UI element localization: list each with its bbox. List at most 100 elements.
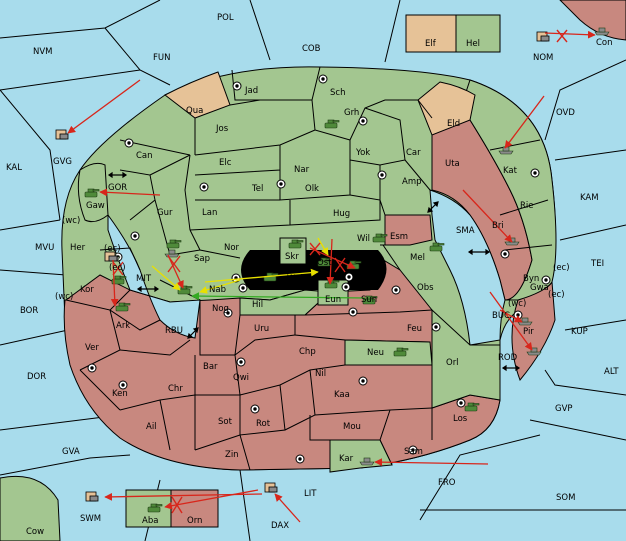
- label-nab: Nab: [209, 285, 226, 295]
- label-ec3: (ec): [553, 263, 570, 273]
- label-kaa: Kaa: [334, 390, 350, 400]
- label-gur: Gur: [157, 208, 173, 218]
- label-cow: Cow: [26, 527, 44, 537]
- central-lake: [241, 250, 387, 290]
- army-unit: [111, 275, 127, 285]
- label-lit: LIT: [304, 489, 317, 499]
- label-rie: Rie: [520, 201, 534, 211]
- army-unit: [372, 233, 388, 243]
- army-unit: [147, 503, 163, 513]
- label-qua: Qua: [186, 106, 203, 116]
- label-kal: KAL: [6, 163, 22, 173]
- label-car: Car: [406, 148, 421, 158]
- army-unit: [362, 295, 378, 305]
- label-som: SOM: [556, 493, 575, 503]
- label-rod: ROD: [498, 353, 518, 363]
- label-wc3: (wc): [508, 299, 526, 309]
- label-hel: Hel: [466, 39, 480, 49]
- label-hil: Hil: [252, 300, 263, 310]
- label-uru: Uru: [254, 324, 269, 334]
- label-buc: BUC: [492, 311, 510, 321]
- failed-order-marks: [112, 29, 568, 514]
- label-wc2: (wc): [55, 292, 73, 302]
- label-ail: Ail: [146, 422, 157, 432]
- province-cow[interactable]: [0, 475, 61, 541]
- label-elf: Elf: [425, 39, 437, 49]
- label-kor: Kor: [80, 285, 94, 295]
- label-orn: Orn: [187, 516, 202, 526]
- label-gor: GOR: [108, 183, 127, 193]
- sea-sma-channel: [429, 189, 506, 346]
- province-labels: POL NVM FUN COB Elf Hel NOM Con OVD Jad …: [6, 13, 619, 537]
- label-kar: Kar: [339, 454, 354, 464]
- label-sam: Sam: [404, 447, 423, 457]
- label-mou: Mou: [343, 422, 361, 432]
- label-kat: Kat: [503, 166, 518, 176]
- label-ovd: OVD: [556, 108, 575, 118]
- label-gaw: Gaw: [86, 201, 105, 211]
- army-unit: [84, 188, 100, 198]
- adjacency-arrows: [107, 171, 521, 372]
- army-unit: [324, 119, 340, 129]
- label-dor: DOR: [27, 372, 46, 382]
- label-tei: TEI: [590, 259, 604, 269]
- label-grh: Grh: [344, 108, 359, 118]
- fleet-unit: [526, 347, 542, 356]
- label-can: Can: [136, 151, 153, 161]
- label-jad: Jad: [244, 86, 258, 96]
- label-gwa: Gwa: [530, 283, 549, 293]
- label-los: Los: [453, 414, 468, 424]
- label-ec4: (ec): [548, 290, 565, 300]
- label-gvp: GVP: [555, 404, 573, 414]
- province-skr[interactable]: [279, 237, 307, 265]
- label-alt: ALT: [604, 367, 619, 377]
- province-neu[interactable]: [344, 339, 433, 366]
- label-nar: Nar: [294, 165, 310, 175]
- province-eld[interactable]: [417, 81, 476, 136]
- fleet-unit: [359, 457, 375, 466]
- army-unit: [177, 285, 193, 295]
- label-kam: KAM: [580, 193, 599, 203]
- label-wc1: (wc): [62, 216, 80, 226]
- province-hel[interactable]: [455, 14, 501, 53]
- label-nor: Nor: [224, 243, 240, 253]
- label-yok: Yok: [355, 148, 370, 158]
- fleet-unit: [517, 317, 533, 326]
- label-gva: GVA: [62, 447, 80, 457]
- label-feu: Feu: [407, 324, 422, 334]
- region-east-green: [459, 79, 557, 301]
- label-bar: Bar: [203, 362, 218, 372]
- label-ec2: (ec): [109, 263, 126, 273]
- label-kup: KUP: [571, 327, 588, 337]
- province-orl[interactable]: [431, 308, 501, 409]
- label-ken: Ken: [112, 389, 128, 399]
- label-skr: Skr: [285, 252, 299, 262]
- fleet-unit: [594, 27, 610, 36]
- label-jos: Jos: [215, 124, 229, 134]
- label-hug: Hug: [333, 209, 350, 219]
- label-ark: Ark: [116, 321, 130, 331]
- label-eun: Eun: [325, 295, 341, 305]
- label-sot: Sot: [218, 417, 233, 427]
- label-dax: DAX: [271, 521, 289, 531]
- label-ec1: (ec): [104, 244, 121, 254]
- label-nil: Nil: [315, 369, 326, 379]
- units[interactable]: [84, 27, 610, 513]
- label-esm: Esm: [390, 232, 408, 242]
- province-qua[interactable]: [164, 71, 231, 119]
- supply-centers: [87, 74, 551, 464]
- army-unit: [429, 242, 445, 252]
- label-elc: Elc: [219, 158, 232, 168]
- label-obs: Obs: [417, 283, 434, 293]
- label-mit: MIT: [136, 274, 152, 284]
- label-bor: BOR: [20, 306, 38, 316]
- label-tel: Tel: [251, 184, 263, 194]
- label-eld: Eld: [447, 119, 460, 129]
- label-nvm: NVM: [33, 47, 53, 57]
- label-orl: Orl: [446, 358, 459, 368]
- label-byn: Byn: [523, 274, 539, 284]
- army-unit: [166, 239, 182, 249]
- label-uta: Uta: [445, 159, 460, 169]
